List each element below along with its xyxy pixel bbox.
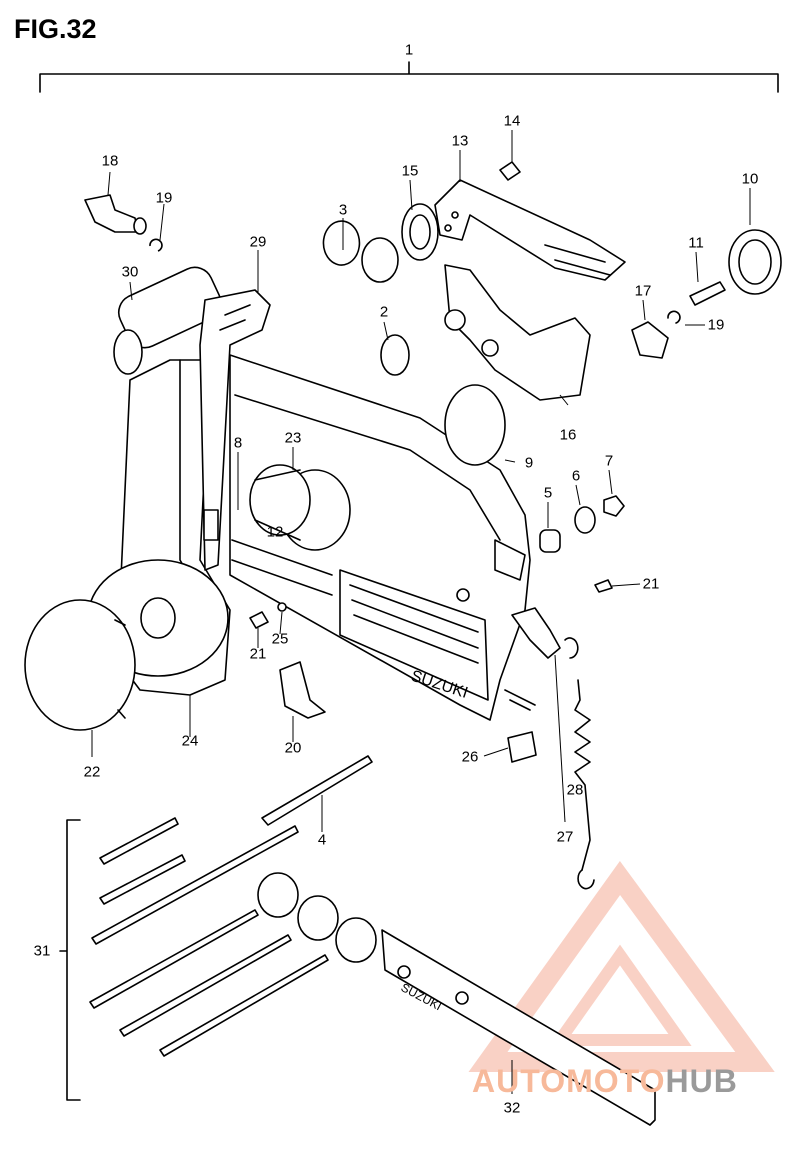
callout-31: 31 bbox=[33, 942, 51, 960]
callout-2: 2 bbox=[379, 303, 389, 321]
callout-10: 10 bbox=[741, 170, 759, 188]
callout-22: 22 bbox=[83, 763, 101, 781]
small-parts bbox=[539, 495, 625, 593]
callout-15: 15 bbox=[401, 162, 419, 180]
cam-parts bbox=[249, 602, 326, 719]
collar-2 bbox=[380, 334, 410, 376]
callout-5: 5 bbox=[543, 484, 553, 502]
ring-3 bbox=[322, 220, 361, 266]
arm-bracket bbox=[434, 179, 626, 281]
watermark-text: AUTOMOTOHUB bbox=[472, 1063, 738, 1100]
linkage bbox=[401, 203, 591, 466]
callout-8: 8 bbox=[233, 434, 243, 452]
figure-title: FIG.32 bbox=[14, 14, 97, 44]
callout-18: 18 bbox=[101, 152, 119, 170]
callout-7: 7 bbox=[604, 452, 614, 470]
callout-30: 30 bbox=[121, 263, 139, 281]
callout-27: 27 bbox=[556, 828, 574, 846]
callout-11: 11 bbox=[688, 234, 704, 252]
callout-29: 29 bbox=[249, 233, 267, 251]
callout-19-left: 19 bbox=[155, 189, 173, 207]
callout-26: 26 bbox=[461, 748, 479, 766]
screw-14 bbox=[499, 161, 521, 181]
watermark-text-part1: AUTOMOTO bbox=[472, 1063, 666, 1099]
callout-21-right: 21 bbox=[642, 575, 660, 593]
callout-4: 4 bbox=[317, 831, 327, 849]
callout-24: 24 bbox=[181, 732, 199, 750]
callout-1: 1 bbox=[404, 41, 414, 59]
assembly-bracket bbox=[39, 61, 779, 93]
callout-25: 25 bbox=[271, 630, 289, 648]
callout-20: 20 bbox=[284, 739, 302, 757]
bolt-4 bbox=[261, 755, 373, 826]
callout-13: 13 bbox=[451, 132, 469, 150]
callout-14: 14 bbox=[503, 112, 521, 130]
callout-16: 16 bbox=[559, 426, 577, 444]
gear-assembly bbox=[249, 464, 351, 551]
knob bbox=[84, 194, 147, 235]
callout-9: 9 bbox=[524, 454, 534, 472]
callout-23: 23 bbox=[284, 429, 302, 447]
watermark-text-part2: HUB bbox=[665, 1063, 738, 1099]
leader-lines bbox=[91, 130, 751, 1094]
cover-plate bbox=[24, 599, 136, 731]
callout-6: 6 bbox=[571, 467, 581, 485]
kit-bracket bbox=[59, 819, 81, 1101]
callout-19-right: 19 bbox=[707, 316, 725, 334]
circlip-19a bbox=[149, 238, 163, 252]
callout-28: 28 bbox=[566, 781, 584, 799]
watermark-logo bbox=[468, 860, 775, 1072]
callout-3: 3 bbox=[338, 201, 348, 219]
lanyard-parts bbox=[507, 607, 595, 890]
ring-3b bbox=[361, 237, 399, 283]
right-side-parts bbox=[631, 229, 782, 359]
callout-12: 12 bbox=[266, 523, 284, 541]
callout-21-left: 21 bbox=[249, 645, 267, 663]
callout-32: 32 bbox=[503, 1099, 521, 1117]
kit-parts bbox=[89, 817, 377, 1057]
callout-17: 17 bbox=[634, 282, 652, 300]
